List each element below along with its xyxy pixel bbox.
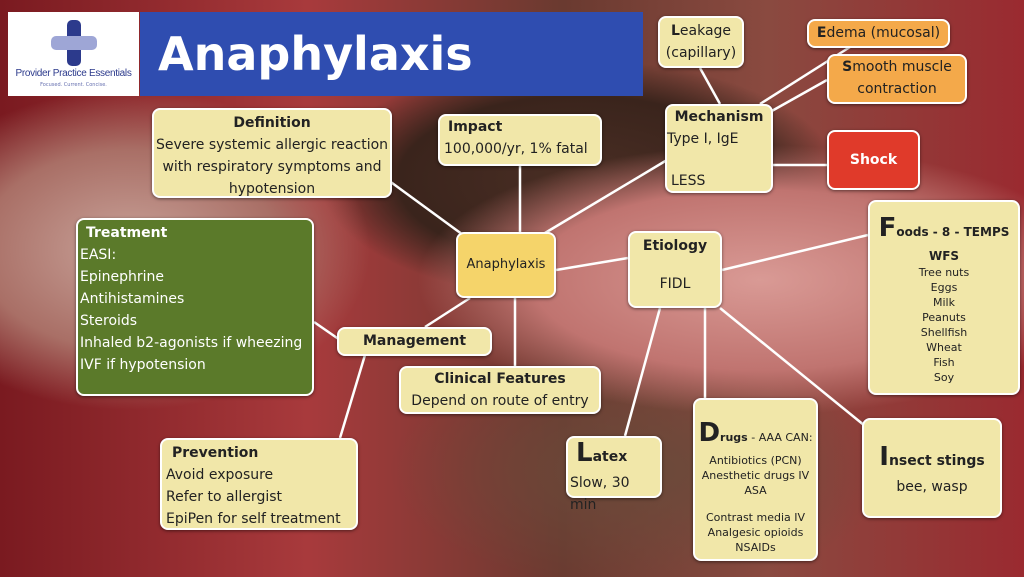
line-mechanism bbox=[544, 158, 668, 235]
definition-line: with respiratory symptoms and bbox=[162, 159, 382, 175]
line-foods bbox=[721, 233, 869, 272]
foods-node: Foods - 8 - TEMPS WFS Tree nuts Eggs Mil… bbox=[868, 200, 1020, 395]
drug-item: Contrast media IV bbox=[705, 511, 806, 524]
latex-title: atex bbox=[592, 449, 628, 465]
drug-item: Antibiotics (PCN) bbox=[709, 454, 802, 467]
definition-title: Definition bbox=[233, 115, 311, 131]
drugs-node: Drugs - AAA CAN: Antibiotics (PCN) Anest… bbox=[693, 398, 818, 561]
logo-name: Provider Practice Essentials bbox=[15, 68, 132, 79]
insect-initial: I bbox=[879, 442, 889, 472]
logo: Provider Practice Essentials Focused. Cu… bbox=[8, 12, 139, 96]
definition-node: Definition Severe systemic allergic reac… bbox=[152, 108, 392, 198]
line-insect bbox=[719, 307, 871, 431]
line-treatment bbox=[313, 320, 341, 342]
line-management bbox=[424, 296, 471, 329]
drug-item: ASA bbox=[744, 484, 767, 497]
food-item: Tree nuts bbox=[918, 266, 970, 279]
insect-title: nsect stings bbox=[888, 453, 985, 469]
food-item: Fish bbox=[933, 356, 955, 369]
smooth-label: mooth muscle bbox=[852, 59, 952, 75]
treatment-line: Antihistamines bbox=[80, 291, 185, 307]
foods-initial: F bbox=[878, 213, 897, 243]
prevention-line: EpiPen for self treatment bbox=[166, 511, 341, 527]
etiology-node: Etiology FIDL bbox=[628, 231, 722, 308]
food-item: Peanuts bbox=[922, 311, 966, 324]
insect-stings-node: Insect stings bee, wasp bbox=[862, 418, 1002, 518]
definition-line: hypotension bbox=[228, 181, 316, 197]
food-item: Milk bbox=[933, 296, 955, 309]
leakage-label: eakage bbox=[679, 23, 732, 39]
definition-line: Severe systemic allergic reaction bbox=[155, 137, 389, 153]
line-leakage bbox=[698, 67, 722, 105]
leakage-node: Leakage (capillary) bbox=[658, 16, 744, 68]
management-node: Management bbox=[337, 327, 492, 356]
drug-item: Analgesic opioids bbox=[707, 526, 804, 539]
prevention-node: Prevention Avoid exposure Refer to aller… bbox=[160, 438, 358, 530]
prevention-title: Prevention bbox=[172, 445, 259, 461]
foods-title: oods - 8 - TEMPS bbox=[896, 225, 1010, 239]
food-item: Shellfish bbox=[920, 326, 968, 339]
food-item: Soy bbox=[933, 371, 955, 384]
latex-text: Slow, 30 min bbox=[570, 475, 630, 513]
treatment-line: Steroids bbox=[80, 313, 138, 329]
drugs-title: rugs bbox=[720, 431, 748, 444]
clinical-features-node: Clinical Features Depend on route of ent… bbox=[399, 366, 601, 414]
impact-node: Impact 100,000/yr, 1% fatal bbox=[438, 114, 602, 166]
smooth-muscle-node: Smooth muscle contraction bbox=[827, 54, 967, 104]
smooth-sub: contraction bbox=[857, 81, 937, 97]
line-etiology bbox=[555, 256, 629, 272]
treatment-line: Inhaled b2-agonists if wheezing bbox=[80, 335, 303, 351]
line-latex bbox=[623, 307, 662, 437]
smooth-initial: S bbox=[842, 59, 853, 75]
insect-text: bee, wasp bbox=[896, 479, 968, 495]
edema-node: Edema (mucosal) bbox=[807, 19, 950, 48]
clinical-text: Depend on route of entry bbox=[411, 393, 589, 409]
mechanism-type: Type I, IgE bbox=[667, 131, 739, 147]
impact-title: Impact bbox=[448, 119, 503, 135]
line-prevention bbox=[338, 354, 367, 439]
treatment-line: Epinephrine bbox=[80, 269, 164, 285]
foods-mnemonic: WFS bbox=[928, 249, 960, 263]
drugs-mnemonic: - AAA CAN: bbox=[747, 431, 813, 444]
leakage-initial: L bbox=[670, 23, 680, 39]
anaphylaxis-center-node: Anaphylaxis bbox=[456, 232, 556, 298]
prevention-line: Avoid exposure bbox=[166, 467, 274, 483]
mechanism-mnemonic: LESS bbox=[671, 173, 706, 189]
clinical-title: Clinical Features bbox=[434, 371, 566, 387]
edema-initial: E bbox=[816, 25, 827, 41]
medical-cross-icon bbox=[50, 20, 97, 66]
etiology-mnemonic: FIDL bbox=[659, 276, 691, 292]
title-bar: Anaphylaxis bbox=[140, 12, 643, 96]
drug-item: Anesthetic drugs IV bbox=[701, 469, 810, 482]
mechanism-node: Mechanism Type I, IgE LESS bbox=[665, 104, 773, 193]
line-definition bbox=[387, 178, 471, 242]
prevention-line: Refer to allergist bbox=[166, 489, 283, 505]
line-smooth bbox=[769, 78, 828, 114]
leakage-sub: (capillary) bbox=[665, 45, 737, 61]
food-item: Eggs bbox=[930, 281, 958, 294]
page-title: Anaphylaxis bbox=[158, 27, 473, 81]
impact-text: 100,000/yr, 1% fatal bbox=[444, 141, 588, 157]
mechanism-title: Mechanism bbox=[674, 109, 764, 125]
food-item: Wheat bbox=[926, 341, 962, 354]
drugs-initial: D bbox=[698, 418, 721, 448]
drug-item: NSAIDs bbox=[735, 541, 776, 554]
edema-label: dema (mucosal) bbox=[826, 25, 941, 41]
shock-node: Shock bbox=[827, 130, 920, 190]
latex-initial: L bbox=[576, 438, 593, 468]
treatment-line: IVF if hypotension bbox=[80, 357, 206, 373]
logo-tagline: Focused. Current. Concise. bbox=[40, 82, 107, 88]
latex-node: Latex Slow, 30 min bbox=[566, 436, 662, 513]
treatment-node: Treatment EASI: Epinephrine Antihistamin… bbox=[76, 218, 314, 396]
etiology-title: Etiology bbox=[642, 238, 708, 254]
treatment-line: EASI: bbox=[80, 247, 117, 263]
treatment-title: Treatment bbox=[86, 225, 168, 241]
